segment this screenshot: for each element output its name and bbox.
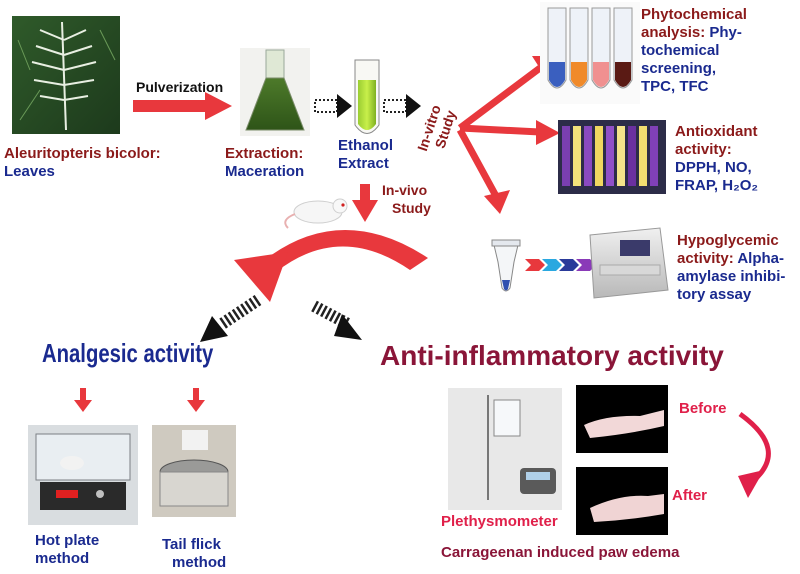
chevron-sequence-arrows bbox=[525, 259, 596, 271]
antioxidant-title: Antioxidant bbox=[675, 123, 758, 140]
eppendorf-tube-icon bbox=[491, 239, 521, 292]
hot-plate-label-1: Hot plate bbox=[35, 532, 100, 549]
plethysmometer-label: Plethysmometer bbox=[441, 513, 558, 530]
pulverization-arrow bbox=[133, 92, 232, 120]
phytochemical-text-c: screening, bbox=[641, 60, 717, 77]
hypoglycemic-title: Hypoglycemic bbox=[677, 232, 779, 249]
hypoglycemic-block: Hypoglycemic activity: Alpha- amylase in… bbox=[677, 232, 785, 304]
before-label: Before bbox=[679, 400, 727, 417]
hot-plate-photo bbox=[28, 425, 138, 525]
hot-plate-label-2: method bbox=[35, 550, 90, 567]
fern-photo bbox=[12, 16, 120, 134]
phytochemical-text-b: tochemical bbox=[641, 42, 720, 59]
hypoglycemic-text-b: amylase inhibi- bbox=[677, 268, 786, 285]
paw-before-photo bbox=[576, 385, 668, 453]
antioxidant-block: Antioxidant activity: DPPH, NO, FRAP, H₂… bbox=[675, 123, 758, 195]
invivo-label-1: In-vivo bbox=[382, 182, 428, 198]
invivo-label-2: Study bbox=[392, 200, 431, 216]
antioxidant-subtitle: activity: bbox=[675, 141, 732, 158]
tail-flick-arrow bbox=[187, 388, 205, 412]
paw-edema-caption: Carrageenan induced paw edema bbox=[441, 544, 680, 561]
mouse-photo bbox=[284, 198, 348, 229]
spectrophotometer-photo bbox=[589, 227, 669, 299]
tail-flick-label-1: Tail flick bbox=[162, 536, 221, 553]
before-after-arrow bbox=[738, 411, 771, 498]
hypoglycemic-text-a: Alpha- bbox=[737, 250, 784, 267]
after-label: After bbox=[672, 487, 708, 504]
flask-photo bbox=[240, 48, 310, 136]
tail-flick-photo bbox=[152, 425, 236, 517]
antioxidant-tubes-photo bbox=[558, 120, 666, 194]
paw-after-photo bbox=[576, 467, 668, 535]
hot-plate-arrow bbox=[74, 388, 92, 412]
tail-flick-label-2: method bbox=[172, 554, 227, 571]
plethysmometer-photo bbox=[448, 388, 562, 510]
pulverization-label: Pulverization bbox=[136, 79, 224, 95]
phytochemical-tubes-photo bbox=[540, 2, 640, 104]
extraction-method: Maceration bbox=[225, 163, 305, 180]
source-title: Aleuritopteris bicolor: bbox=[4, 145, 161, 162]
ethanol-label-2: Extract bbox=[338, 155, 389, 172]
phytochemical-title: Phytochemical bbox=[641, 6, 747, 23]
invivo-arrow bbox=[352, 184, 378, 222]
phytochemical-text-a: Phy- bbox=[709, 24, 742, 41]
phytochemical-subtitle: analysis: bbox=[641, 24, 706, 41]
anti-inflammatory-title: Anti-inflammatory activity bbox=[380, 340, 724, 371]
antioxidant-text-a: DPPH, NO, bbox=[675, 159, 752, 176]
dashed-arrow-anti-inflammatory bbox=[311, 300, 362, 340]
hypoglycemic-text-c: tory assay bbox=[677, 286, 752, 303]
dashed-arrow-analgesic bbox=[200, 295, 262, 342]
antioxidant-text-b: FRAP, H₂O₂ bbox=[675, 177, 759, 194]
ethanol-label-1: Ethanol bbox=[338, 137, 393, 154]
dashed-arrow-invitro bbox=[383, 94, 421, 118]
hypoglycemic-subtitle: activity: bbox=[677, 250, 734, 267]
extraction-title: Extraction: bbox=[225, 145, 304, 162]
dashed-arrow-extraction bbox=[314, 94, 352, 118]
source-part: Leaves bbox=[4, 163, 55, 180]
phytochemical-text-d: TPC, TFC bbox=[641, 78, 709, 95]
ethanol-tube-photo bbox=[354, 59, 380, 134]
curved-red-arrow bbox=[234, 229, 428, 302]
phytochemical-block: Phytochemical analysis: Phy- tochemical … bbox=[641, 6, 747, 96]
analgesic-title: Analgesic activity bbox=[42, 338, 214, 368]
